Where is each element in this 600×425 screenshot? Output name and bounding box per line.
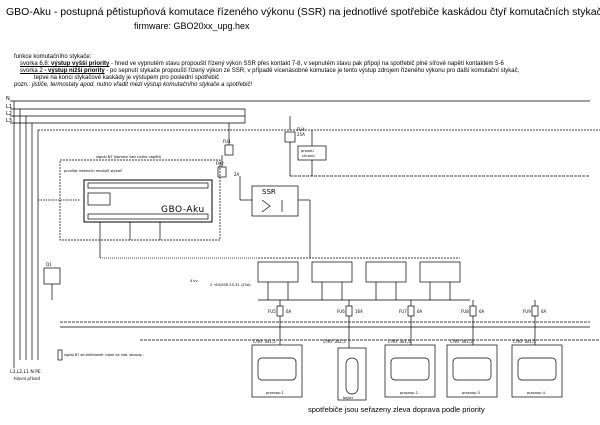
load-3-cable: CYKY 3x1,5 xyxy=(388,339,411,344)
note-line-1-text: - hned ve vypnutém stavu propouští řízen… xyxy=(109,61,504,67)
fu2-rating: 2A xyxy=(234,172,240,177)
supply-label: L3,L2,L1 N PE xyxy=(10,369,41,375)
ssr-block: SSR xyxy=(239,176,311,258)
load-4-name: prosnop 3 xyxy=(462,391,480,395)
ssr-label: SSR xyxy=(262,188,276,196)
mains-bus: N L1 L2 L3 xyxy=(6,96,590,124)
fuse-5-label: FU9 xyxy=(523,309,531,314)
ssr-note: 2~60/SSR 25-31 (25A) xyxy=(210,283,251,287)
fuse-3-label: FU7 xyxy=(399,309,407,314)
note-line-2-cont: tepve na konci stykačové kaskády je výst… xyxy=(34,75,220,81)
note-line-2: svorka 2 - výstup nižší priority - po se… xyxy=(20,68,519,75)
note-line-1-pre: svorka 6,8: xyxy=(20,61,50,67)
note-line-2-bold: - výstup nižší priority xyxy=(42,68,105,74)
fuse-5-rating: 6A xyxy=(541,309,547,314)
load-1-cable: CYKY 3x1,5 xyxy=(253,339,276,344)
load-2-name: bojler xyxy=(343,396,354,400)
control-fuses: FU1 FU2 2A xyxy=(216,123,240,178)
bus-label-l3: L3 xyxy=(6,118,12,124)
fuse-3-rating: 6A xyxy=(417,309,423,314)
note-line-1-bold: výstup vyšší priority xyxy=(49,61,110,67)
fuse-1-label: FU5 xyxy=(268,309,276,314)
controller-block: signál NT (komení bez cizího napětí) prv… xyxy=(59,155,221,241)
tv-note: 4 kv xyxy=(190,279,199,283)
firmware-label: firmware: GBO20xx_upg.hex xyxy=(134,21,250,31)
signal-bottom-label: signál NT od elektroměr. nelze nic neb. … xyxy=(64,353,144,357)
rcd-block: FU4 25A proudu chranic xyxy=(284,116,590,177)
bus-label-l2: L2 xyxy=(6,111,12,117)
rcd-label: proudu xyxy=(301,149,314,153)
page-title: GBO-Aku - postupná pětistupňová komutace… xyxy=(6,6,600,18)
fuse-2-rating: 16A xyxy=(355,309,363,314)
note-line-2-pre: svorka 2 xyxy=(20,68,43,74)
fu4-label: FU4 xyxy=(297,127,305,132)
signal-top-label: signál NT (komení bez cizího napětí) xyxy=(96,155,162,159)
fuse-2-label: FU6 xyxy=(337,309,345,314)
fu4-rating: 25A xyxy=(297,132,305,137)
load-1-name: prosnop 1 xyxy=(266,391,284,395)
note-line-2-text: - po sepnutí stykače propouští řízený vý… xyxy=(104,68,520,74)
loads: CYKY 3x1,5 prosnop 1 CYKY 3x2,5 bojler C… xyxy=(251,316,563,401)
notes-heading: funkce komutačního stykače: xyxy=(14,54,92,60)
controller-label: GBO-Aku xyxy=(161,205,205,215)
load-fuses: FU5 6A FU6 16A FU7 6A FU8 6A FU9 6A xyxy=(268,300,547,317)
bottom-caption: spotřebiče jsou seřazeny zleva doprava p… xyxy=(308,405,485,414)
main-feed-lines xyxy=(13,101,600,360)
load-bus xyxy=(60,321,600,341)
fu1-label: FU1 xyxy=(223,139,231,144)
contactor-cascade: 2~60/SSR 25-31 (25A) 4 kv xyxy=(99,240,470,301)
note-line-1: svorka 6,8: výstup vyšší priority - hned… xyxy=(20,61,504,68)
supply-block: L3,L2,L1 N PE hlavní přívod signál NT od… xyxy=(10,349,144,381)
load-3-name: prosnop 2 xyxy=(400,391,418,395)
bus-label-n: N xyxy=(6,96,10,102)
fuse-4-label: FU8 xyxy=(461,309,469,314)
fuse-4-rating: 6A xyxy=(479,309,485,314)
main-switch: Q1 xyxy=(43,262,61,300)
load-5-cable: CYKY 3x1,5 xyxy=(513,339,536,344)
bus-label-l1: L1 xyxy=(6,104,12,110)
load-2-cable: CYKY 3x2,5 xyxy=(323,339,346,344)
q1-label: Q1 xyxy=(46,262,52,267)
rcd-label-2: chranic xyxy=(302,154,315,158)
internal-label: prvušat interních modulů stykač xyxy=(64,169,122,173)
supply-sub: hlavní přívod xyxy=(14,376,40,381)
fuse-1-rating: 6A xyxy=(286,309,292,314)
note-line-3: pozn.: jističe, termostaty apod. nutno v… xyxy=(14,82,253,88)
load-5-name: prosnop 4 xyxy=(527,391,546,395)
load-4-cable: CYKY 3x1,5 xyxy=(450,339,473,344)
